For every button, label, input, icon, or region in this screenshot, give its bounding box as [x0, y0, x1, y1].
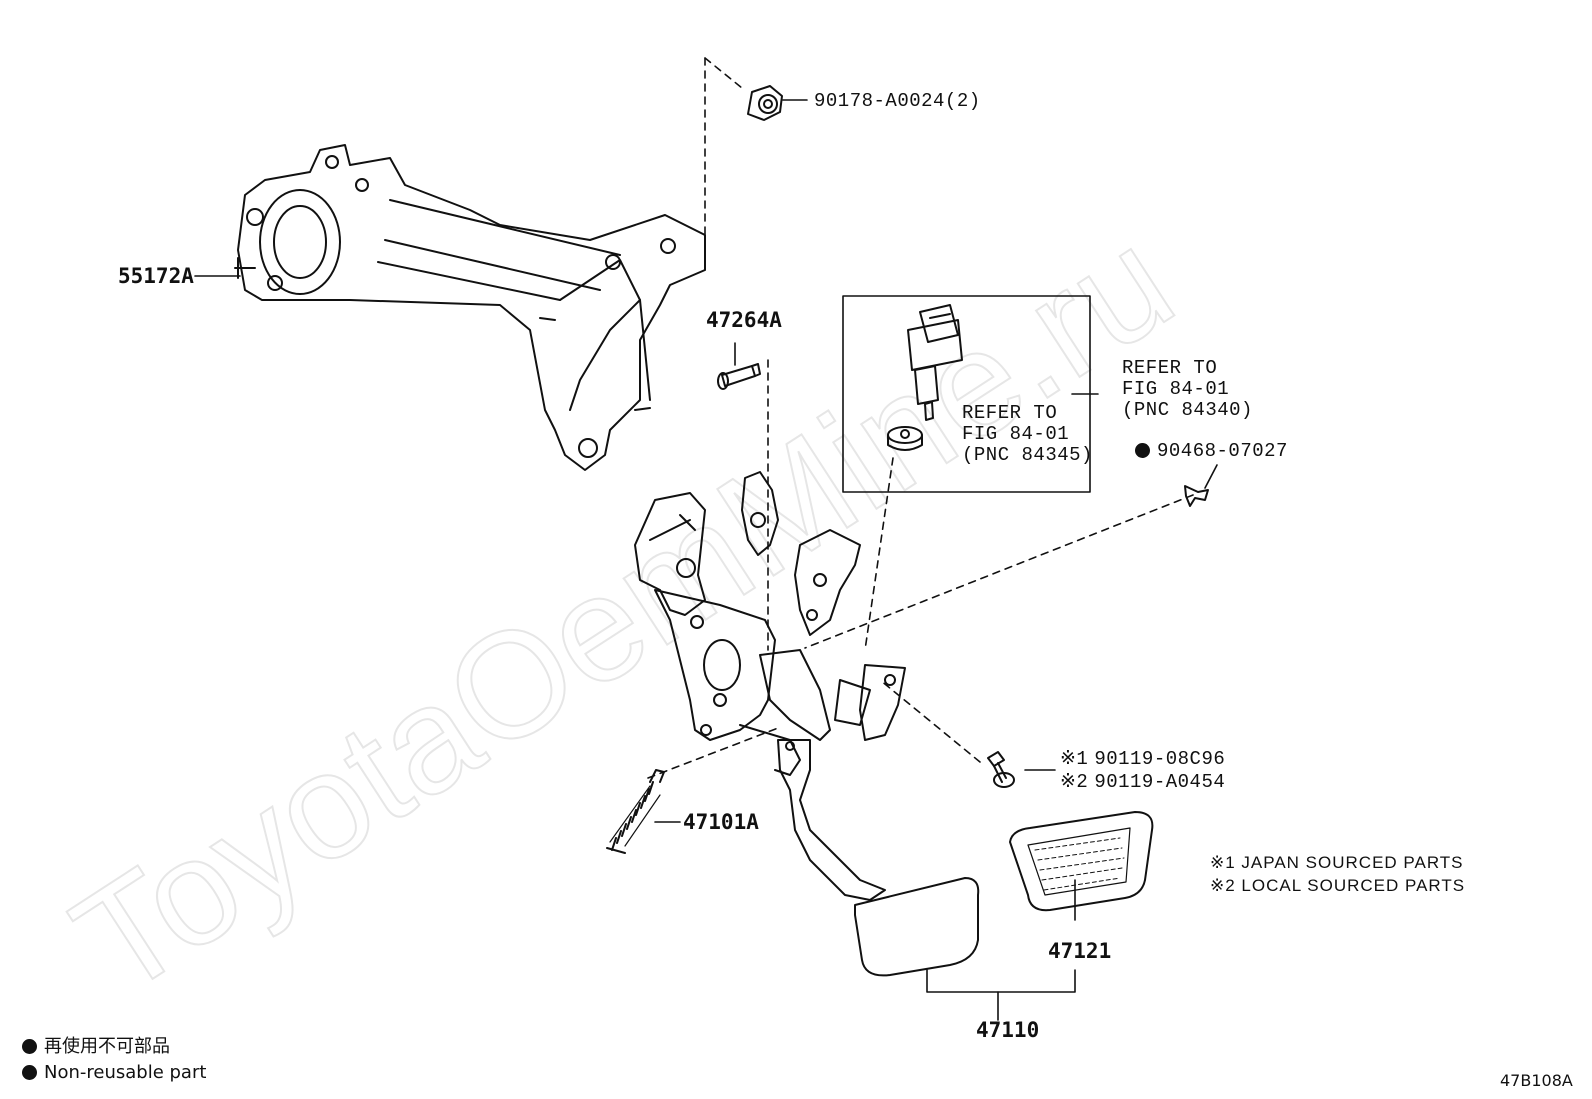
- label-47264A: 47264A: [706, 308, 782, 332]
- legend-dot-icon: [22, 1039, 37, 1054]
- reference-cushion-line1: REFER TO: [962, 402, 1058, 424]
- label-90119-local-text: 90119-A0454: [1094, 771, 1226, 793]
- reference-switch-line1: REFER TO: [1122, 357, 1218, 379]
- label-leader-lines: [194, 99, 1218, 1021]
- reference-cushion-line3: (PNC 84345): [962, 444, 1093, 466]
- reference-switch-line2: FIG 84-01: [1122, 378, 1230, 400]
- label-47101A: 47101A: [683, 810, 759, 834]
- clip-90468: [1184, 485, 1209, 507]
- return-spring-47101A: [606, 769, 665, 854]
- reference-switch-line3: (PNC 84340): [1122, 399, 1253, 421]
- label-55172A: 55172A: [118, 264, 194, 288]
- legend-en-text: Non-reusable part: [44, 1062, 207, 1083]
- label-90468: 90468-07027: [1135, 442, 1288, 461]
- flange-nut-90178: [747, 85, 783, 121]
- legend-jp-text: 再使用不可部品: [44, 1036, 170, 1057]
- non-reusable-icon: [1135, 443, 1150, 458]
- note-japan-sourced: ※1 JAPAN SOURCED PARTS: [1210, 853, 1464, 872]
- mark-local: ※2: [1060, 771, 1089, 793]
- reference-cushion: REFER TO FIG 84-01 (PNC 84345): [962, 403, 1093, 466]
- reference-box: [842, 295, 1091, 493]
- label-90119-japan-text: 90119-08C96: [1094, 748, 1226, 770]
- brake-pedal-47110: [777, 739, 980, 977]
- legend-jp: 再使用不可部品: [22, 1038, 170, 1056]
- switch-cushion: [887, 426, 923, 451]
- stop-lamp-switch: [907, 304, 963, 421]
- pin-47264A: [717, 363, 761, 390]
- legend-dot-icon: [22, 1065, 37, 1080]
- figure-code: 47B108A: [1500, 1071, 1573, 1090]
- legend-en: Non-reusable part: [22, 1064, 206, 1082]
- pedal-pad-47121: [1009, 811, 1154, 912]
- reference-switch: REFER TO FIG 84-01 (PNC 84340): [1122, 358, 1253, 421]
- mark-japan: ※1: [1060, 748, 1089, 770]
- note-local-sourced: ※2 LOCAL SOURCED PARTS: [1210, 876, 1466, 895]
- assembly-leader-lines: [647, 57, 1194, 779]
- label-90178: 90178-A0024(2): [814, 90, 981, 112]
- pedal-support-assembly: [634, 471, 906, 776]
- bolt-90119: [987, 751, 1015, 788]
- pedal-bracket-55172A: [234, 144, 706, 471]
- label-47121: 47121: [1048, 939, 1112, 963]
- label-47110: 47110: [976, 1018, 1040, 1042]
- reference-cushion-line2: FIG 84-01: [962, 423, 1070, 445]
- label-90468-text: 90468-07027: [1157, 440, 1288, 462]
